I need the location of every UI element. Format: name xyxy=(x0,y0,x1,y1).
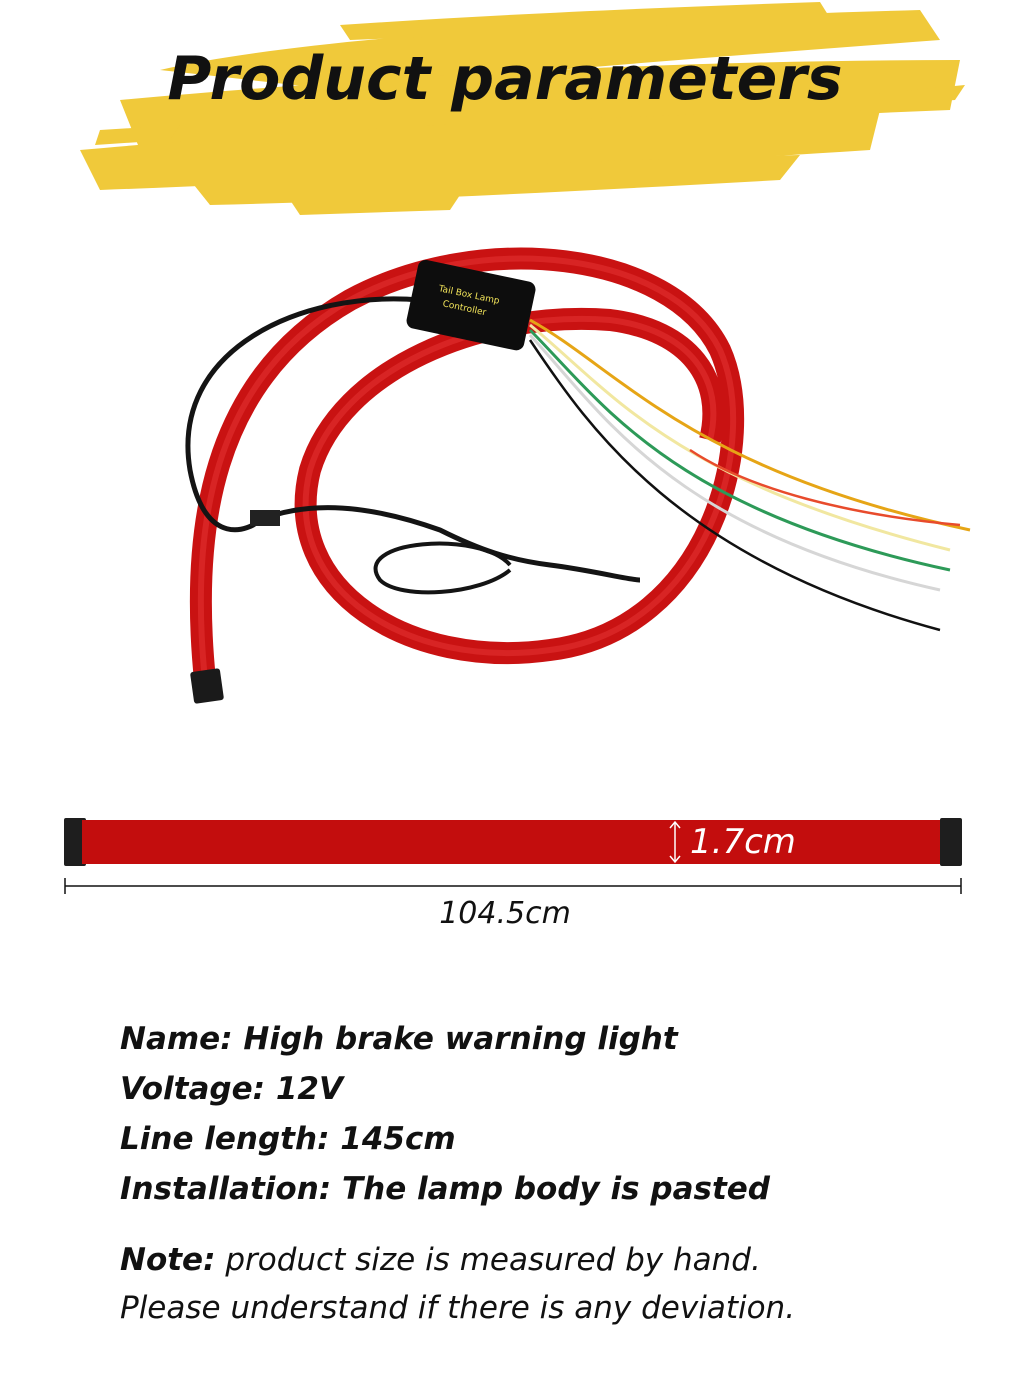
note-line-1: Note: product size is measured by hand. xyxy=(120,1242,761,1278)
strip-height-label: 1.7cm xyxy=(690,822,796,862)
brush-stroke-banner xyxy=(80,2,965,215)
strip-right-end-cap xyxy=(940,818,962,866)
strip-body xyxy=(82,820,942,864)
spec-installation: Installation: The lamp body is pasted xyxy=(120,1171,770,1207)
height-arrow-icon xyxy=(669,820,681,864)
strip-length-label: 104.5cm xyxy=(439,896,571,931)
note-line-2: Please understand if there is any deviat… xyxy=(120,1290,796,1326)
length-dimension-line xyxy=(64,878,962,894)
strip-left-end-cap xyxy=(64,818,86,866)
spec-voltage: Voltage: 12V xyxy=(120,1071,343,1107)
led-strip-product-image: Tail Box Lamp Controller xyxy=(185,247,971,704)
spec-line-length: Line length: 145cm xyxy=(120,1121,456,1157)
measurement-note: Note: product size is measured by hand. … xyxy=(120,1236,1000,1332)
page-title: Product parameters xyxy=(167,44,843,114)
spec-list: Name: High brake warning light Voltage: … xyxy=(120,1014,980,1214)
led-strip-diagram xyxy=(64,818,962,866)
spec-name: Name: High brake warning light xyxy=(120,1021,678,1057)
